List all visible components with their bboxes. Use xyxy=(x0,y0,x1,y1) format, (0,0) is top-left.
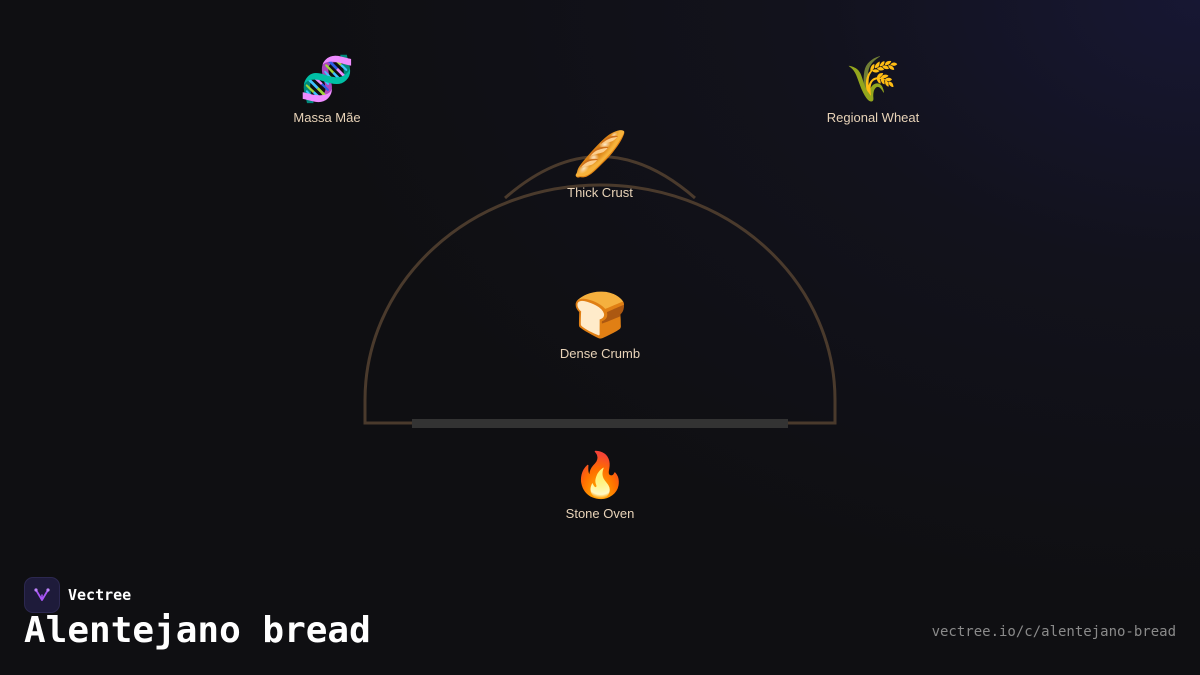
dna-icon: 🧬 xyxy=(299,54,355,105)
wheat-icon: 🌾 xyxy=(845,54,901,105)
loaf-base-bar xyxy=(412,419,788,428)
brand-name: Vectree xyxy=(68,586,132,604)
page-url[interactable]: vectree.io/c/alentejano-bread xyxy=(931,624,1176,640)
bread-icon: 🍞 xyxy=(572,290,628,341)
node-label: Regional Wheat xyxy=(826,110,920,125)
fire-icon: 🔥 xyxy=(572,450,628,501)
node-label: Dense Crumb xyxy=(559,346,641,361)
node-stone-oven[interactable]: 🔥 Stone Oven xyxy=(566,450,635,521)
node-label: Thick Crust xyxy=(567,185,633,200)
brand[interactable]: Vectree xyxy=(24,577,131,613)
page-title: Alentejano bread xyxy=(24,610,371,651)
node-label: Stone Oven xyxy=(565,506,635,521)
loaf-dome-outline xyxy=(363,183,837,425)
node-regional-wheat[interactable]: 🌾 Regional Wheat xyxy=(827,54,920,125)
node-label: Massa Mãe xyxy=(293,110,361,125)
baguette-icon: 🥖 xyxy=(572,129,628,180)
vectree-logo-icon xyxy=(24,577,60,613)
node-massa-mae[interactable]: 🧬 Massa Mãe xyxy=(293,54,360,125)
node-thick-crust[interactable]: 🥖 Thick Crust xyxy=(567,129,633,200)
crust-top-arc xyxy=(504,155,696,200)
node-dense-crumb[interactable]: 🍞 Dense Crumb xyxy=(560,290,640,361)
